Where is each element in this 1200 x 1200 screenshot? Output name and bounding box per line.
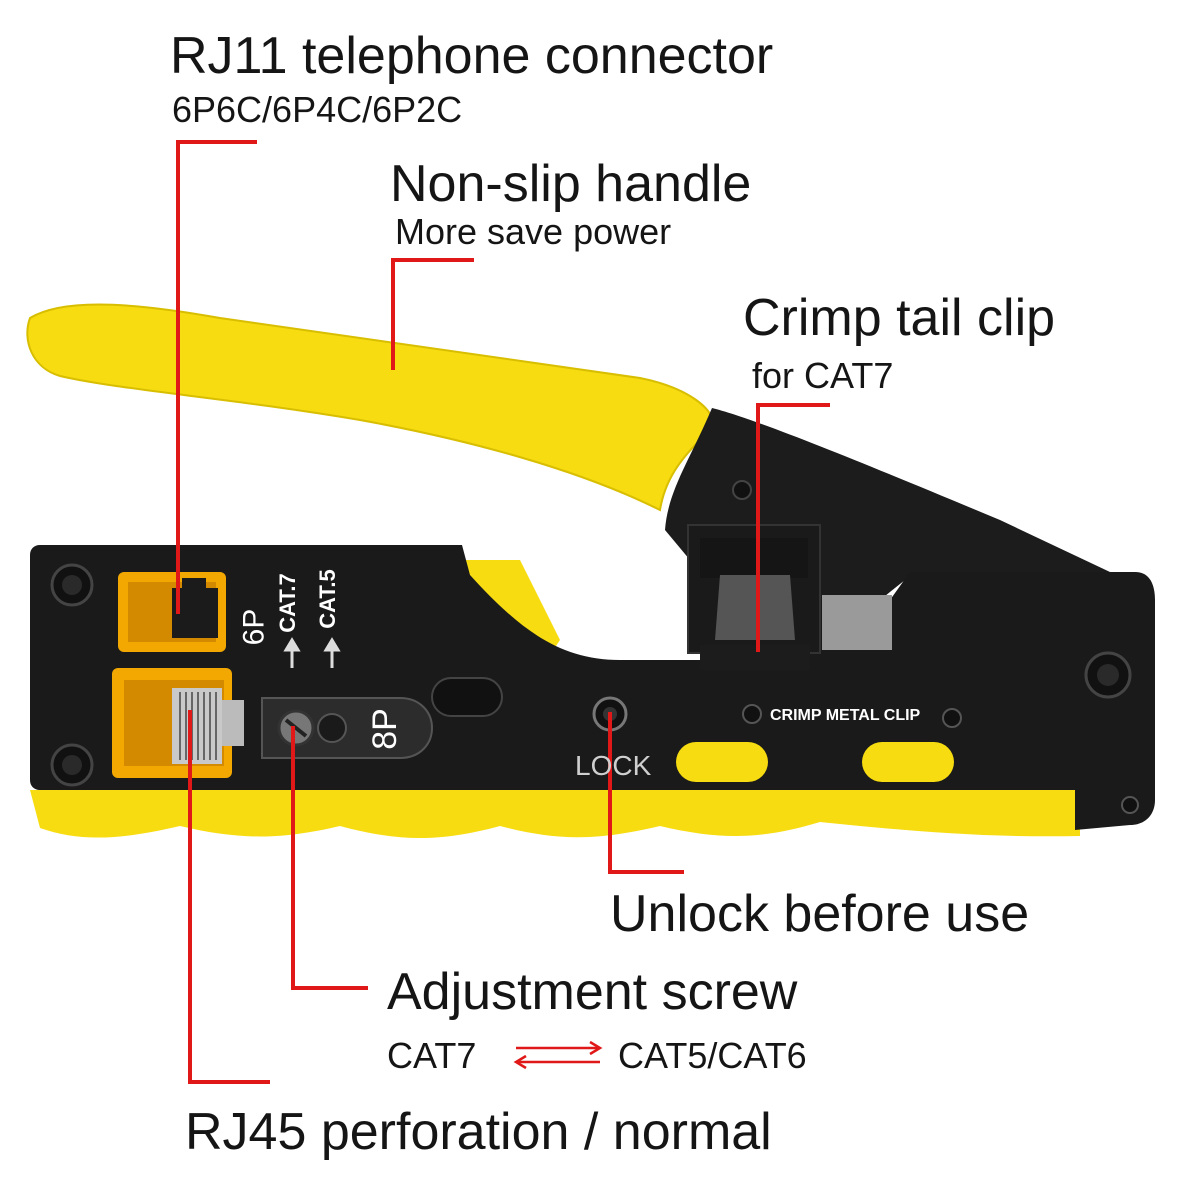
adjust-left: CAT7 (387, 1035, 477, 1076)
adjust-title: Adjustment screw (387, 963, 798, 1021)
rj45-title: RJ45 perforation / normal (185, 1103, 772, 1161)
yellow-slot-left (676, 742, 768, 782)
screw-top-left (50, 563, 94, 607)
marking-cat7: CAT.7 (274, 573, 300, 633)
leader-crimp-tail (756, 403, 830, 652)
leader-rj45 (188, 710, 270, 1084)
leader-rj11 (176, 140, 257, 614)
handle-title: Non-slip handle (390, 155, 752, 213)
leader-handle (391, 258, 474, 370)
marking-crimp-metal-clip: CRIMP METAL CLIP (770, 707, 921, 724)
screw-right (1084, 651, 1132, 699)
rj45-port (112, 668, 244, 778)
adjust-right: CAT5/CAT6 (618, 1035, 807, 1076)
adjustment-screw (277, 709, 347, 747)
marking-lock: LOCK (575, 750, 652, 781)
yellow-handle (26, 303, 714, 512)
upper-jaw (665, 408, 1110, 600)
marking-8p: 8P (365, 708, 404, 750)
rj11-port (118, 572, 226, 652)
leader-unlock (608, 712, 684, 874)
rj11-subtitle: 6P6C/6P4C/6P2C (172, 89, 463, 130)
crimp-tail-subtitle: for CAT7 (752, 355, 894, 396)
unlock-title: Unlock before use (610, 885, 1030, 943)
screw-bottom-left (50, 743, 94, 787)
leader-adjust (291, 726, 368, 990)
crimp-tail-title: Crimp tail clip (743, 289, 1056, 347)
marking-6p: 6P (237, 608, 271, 646)
rj11-title: RJ11 telephone connector (170, 27, 774, 85)
double-arrow-icon (513, 1040, 603, 1070)
handle-subtitle: More save power (395, 211, 672, 252)
yellow-slot-right (862, 742, 954, 782)
marking-cat5: CAT.5 (314, 569, 340, 629)
